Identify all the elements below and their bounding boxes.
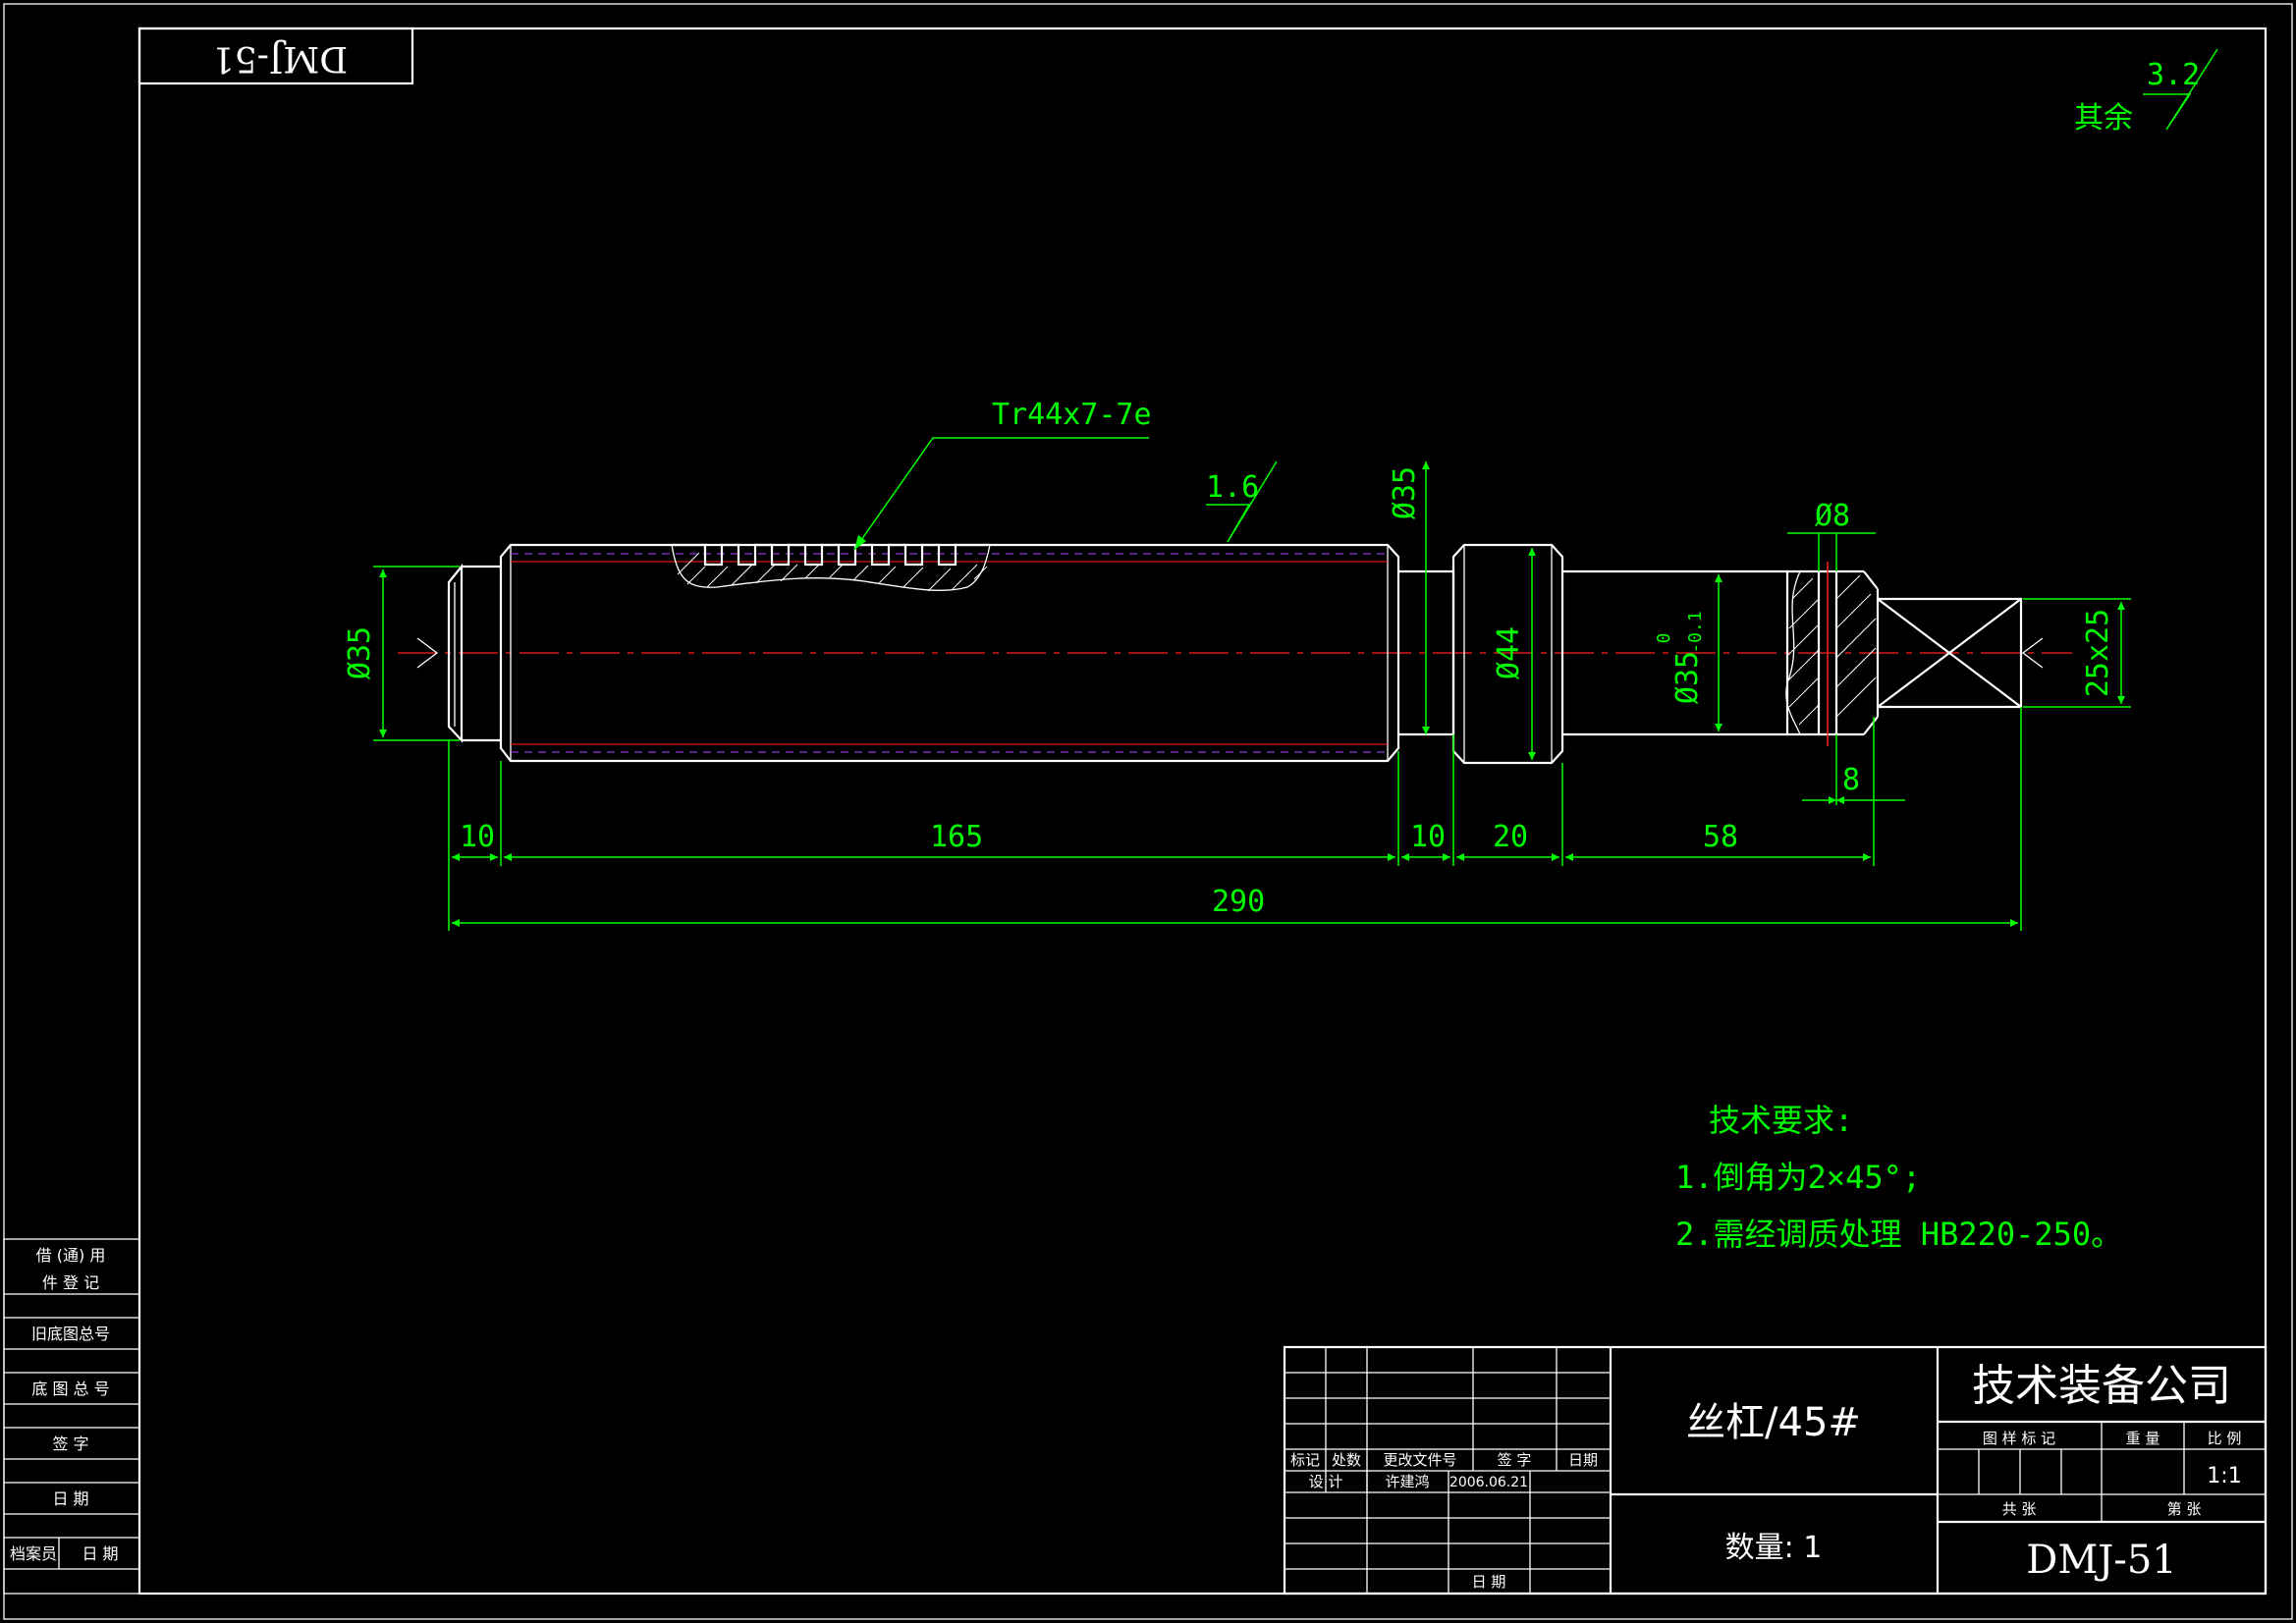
- surface-finish-value: 3.2: [2147, 58, 2200, 92]
- thread-callout-text: Tr44x7-7e: [992, 398, 1152, 432]
- dim-shaft-length-text: 58: [1703, 820, 1738, 854]
- tb-date: 日期: [1568, 1451, 1598, 1469]
- side-date2: 日 期: [82, 1544, 118, 1563]
- tech-requirement-2: 2.需经调质处理 HB220-250。: [1675, 1216, 2122, 1253]
- dim-collar-diameter-text: Ø44: [1492, 626, 1526, 679]
- tech-requirement-1: 1.倒角为2×45°;: [1675, 1159, 1921, 1196]
- dim-right-shaft-tol-lower: -0.1: [1685, 611, 1706, 653]
- tb-count: 处数: [1332, 1451, 1361, 1469]
- surface-finish-local: 1.6: [1206, 460, 1278, 543]
- surface-finish-default: 其余 3.2: [2074, 48, 2218, 135]
- dim-thread-length-text: 165: [930, 820, 983, 854]
- tb-change-doc: 更改文件号: [1383, 1451, 1456, 1469]
- tb-drawing-number: DMJ-51: [2026, 1538, 2176, 1583]
- sheet-border-inner: [137, 27, 2268, 1596]
- tb-company: 技术装备公司: [1972, 1361, 2231, 1411]
- tech-requirements: 技术要求: 1.倒角为2×45°; 2.需经调质处理 HB220-250。: [1675, 1102, 2122, 1253]
- dim-left-end-diameter-text: Ø35: [343, 626, 377, 679]
- dim-left-length-text: 10: [460, 820, 495, 854]
- tb-weight: 重 量: [2126, 1430, 2160, 1447]
- tb-part-name: 丝杠/45#: [1686, 1400, 1861, 1445]
- dim-pin-hole-diameter-text: Ø8: [1815, 499, 1850, 533]
- dim-lengths: 10 165 10 20 58 290: [448, 707, 2022, 931]
- tb-date2: 日 期: [1472, 1573, 1506, 1591]
- tb-signature: 签 字: [1498, 1451, 1532, 1469]
- sheet-border-outer: [3, 3, 2293, 1620]
- dim-square-end-text: 25x25: [2081, 609, 2115, 697]
- tb-design: 设 计: [1309, 1473, 1343, 1490]
- dim-collar-length-text: 20: [1493, 820, 1528, 854]
- tb-quantity: 数量: 1: [1725, 1531, 1823, 1565]
- dim-pin-text: 8: [1842, 763, 1860, 797]
- dim-square-end: 25x25: [2023, 598, 2131, 708]
- dim-right-shaft-diameter-text: Ø35: [1670, 651, 1705, 704]
- tech-requirements-title: 技术要求:: [1709, 1102, 1853, 1139]
- dim-relief-length-text: 10: [1410, 820, 1446, 854]
- side-old-base: 旧底图总号: [31, 1325, 110, 1343]
- side-borrow-2: 件 登 记: [42, 1273, 99, 1292]
- top-code-box: DMJ-51: [137, 27, 414, 85]
- side-borrow-1: 借 (通) 用: [36, 1246, 106, 1265]
- title-block: 标记 处数 更改文件号 签 字 日期 设 计 许建鸿 2006.06.21 日 …: [1283, 1345, 2268, 1596]
- tb-total-sheets: 共 张: [2002, 1500, 2037, 1518]
- side-base-total: 底 图 总 号: [31, 1380, 109, 1398]
- tb-design-date: 2006.06.21: [1449, 1475, 1528, 1490]
- tb-designer: 许建鸿: [1385, 1473, 1429, 1490]
- thread-callout: Tr44x7-7e: [853, 398, 1152, 551]
- side-archivist: 档案员: [10, 1544, 57, 1563]
- tb-sheet-no: 第 张: [2167, 1500, 2202, 1518]
- surface-finish-local-value: 1.6: [1206, 470, 1259, 505]
- side-date: 日 期: [52, 1489, 88, 1508]
- dim-relief-diameter: Ø35: [1388, 461, 1430, 734]
- side-sign: 签 字: [52, 1434, 88, 1453]
- tb-scale-label: 比 例: [2208, 1430, 2242, 1447]
- tb-drawing-mark: 图 样 标 记: [1983, 1430, 2055, 1447]
- tb-mark: 标记: [1290, 1451, 1320, 1469]
- surface-finish-label: 其余: [2074, 101, 2133, 135]
- dim-left-end-diameter: Ø35: [343, 566, 460, 741]
- dim-pin: 8: [1802, 734, 1905, 805]
- shaft-part: [416, 543, 2044, 765]
- tb-scale: 1:1: [2207, 1464, 2241, 1488]
- dim-right-shaft-tol-upper: 0: [1654, 633, 1674, 644]
- top-code-text: DMJ-51: [212, 38, 348, 79]
- dim-relief-diameter-text: Ø35: [1388, 466, 1422, 519]
- side-panel: 借 (通) 用 件 登 记 旧底图总号 底 图 总 号 签 字 日 期 档案员 …: [3, 1238, 140, 1595]
- dim-collar-diameter: Ø44: [1492, 548, 1536, 760]
- dim-pin-hole-diameter: Ø8: [1787, 499, 1876, 571]
- dim-right-shaft-diameter: Ø35 0 -0.1: [1654, 574, 1722, 731]
- dim-total-length-text: 290: [1212, 885, 1265, 919]
